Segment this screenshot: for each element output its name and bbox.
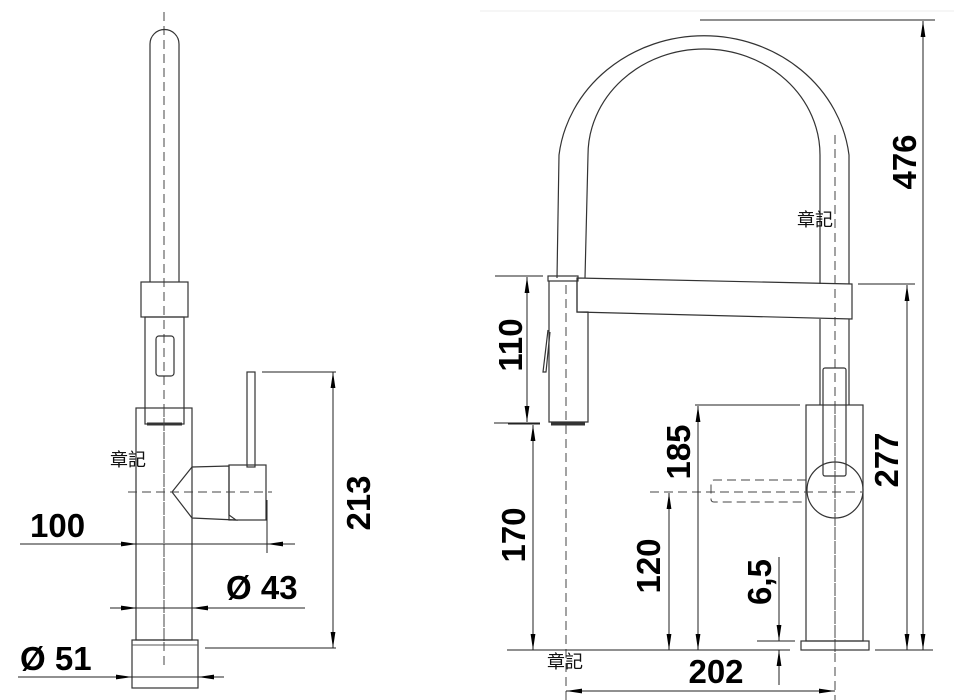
spout xyxy=(149,28,180,282)
watermark: 章記 xyxy=(547,652,583,673)
dim-plate-thickness-label: 6,5 xyxy=(741,559,778,605)
dim-body-height-label: 185 xyxy=(660,424,697,479)
dim-reach-label: 202 xyxy=(688,653,743,690)
spout-arch-inner xyxy=(584,48,821,284)
spray-button xyxy=(155,335,175,377)
spray-cap xyxy=(547,275,579,282)
dim-lever-height-label: 213 xyxy=(340,475,377,530)
hand-spray xyxy=(548,281,589,423)
lever-alt-position xyxy=(710,479,806,503)
base-plate xyxy=(800,640,870,651)
dim-arm-height-label: 277 xyxy=(868,432,905,487)
front-view: 110 170 120 185 6,5 202 277 476 章記 章記 xyxy=(480,10,954,700)
dim-body-diameter-label: Ø 43 xyxy=(226,569,298,606)
dim-spray-length-label: 110 xyxy=(492,318,529,371)
dim-handle-height-label: 120 xyxy=(630,538,667,593)
dim-base-diameter-label: Ø 51 xyxy=(20,640,92,677)
base xyxy=(131,639,199,689)
watermark: 章記 xyxy=(110,450,146,471)
dim-reach-label: 100 xyxy=(30,507,85,544)
watermark: 章記 xyxy=(797,210,833,231)
spout-arch-outer xyxy=(556,35,850,284)
dim-total-height-label: 476 xyxy=(886,134,923,189)
spray-trigger xyxy=(542,329,551,373)
side-view: 100 Ø 43 Ø 51 213 章記 xyxy=(18,12,377,689)
lever-joint xyxy=(171,465,239,521)
lever xyxy=(246,371,256,468)
arm xyxy=(576,277,853,320)
dim-spray-height-label: 170 xyxy=(495,507,532,562)
